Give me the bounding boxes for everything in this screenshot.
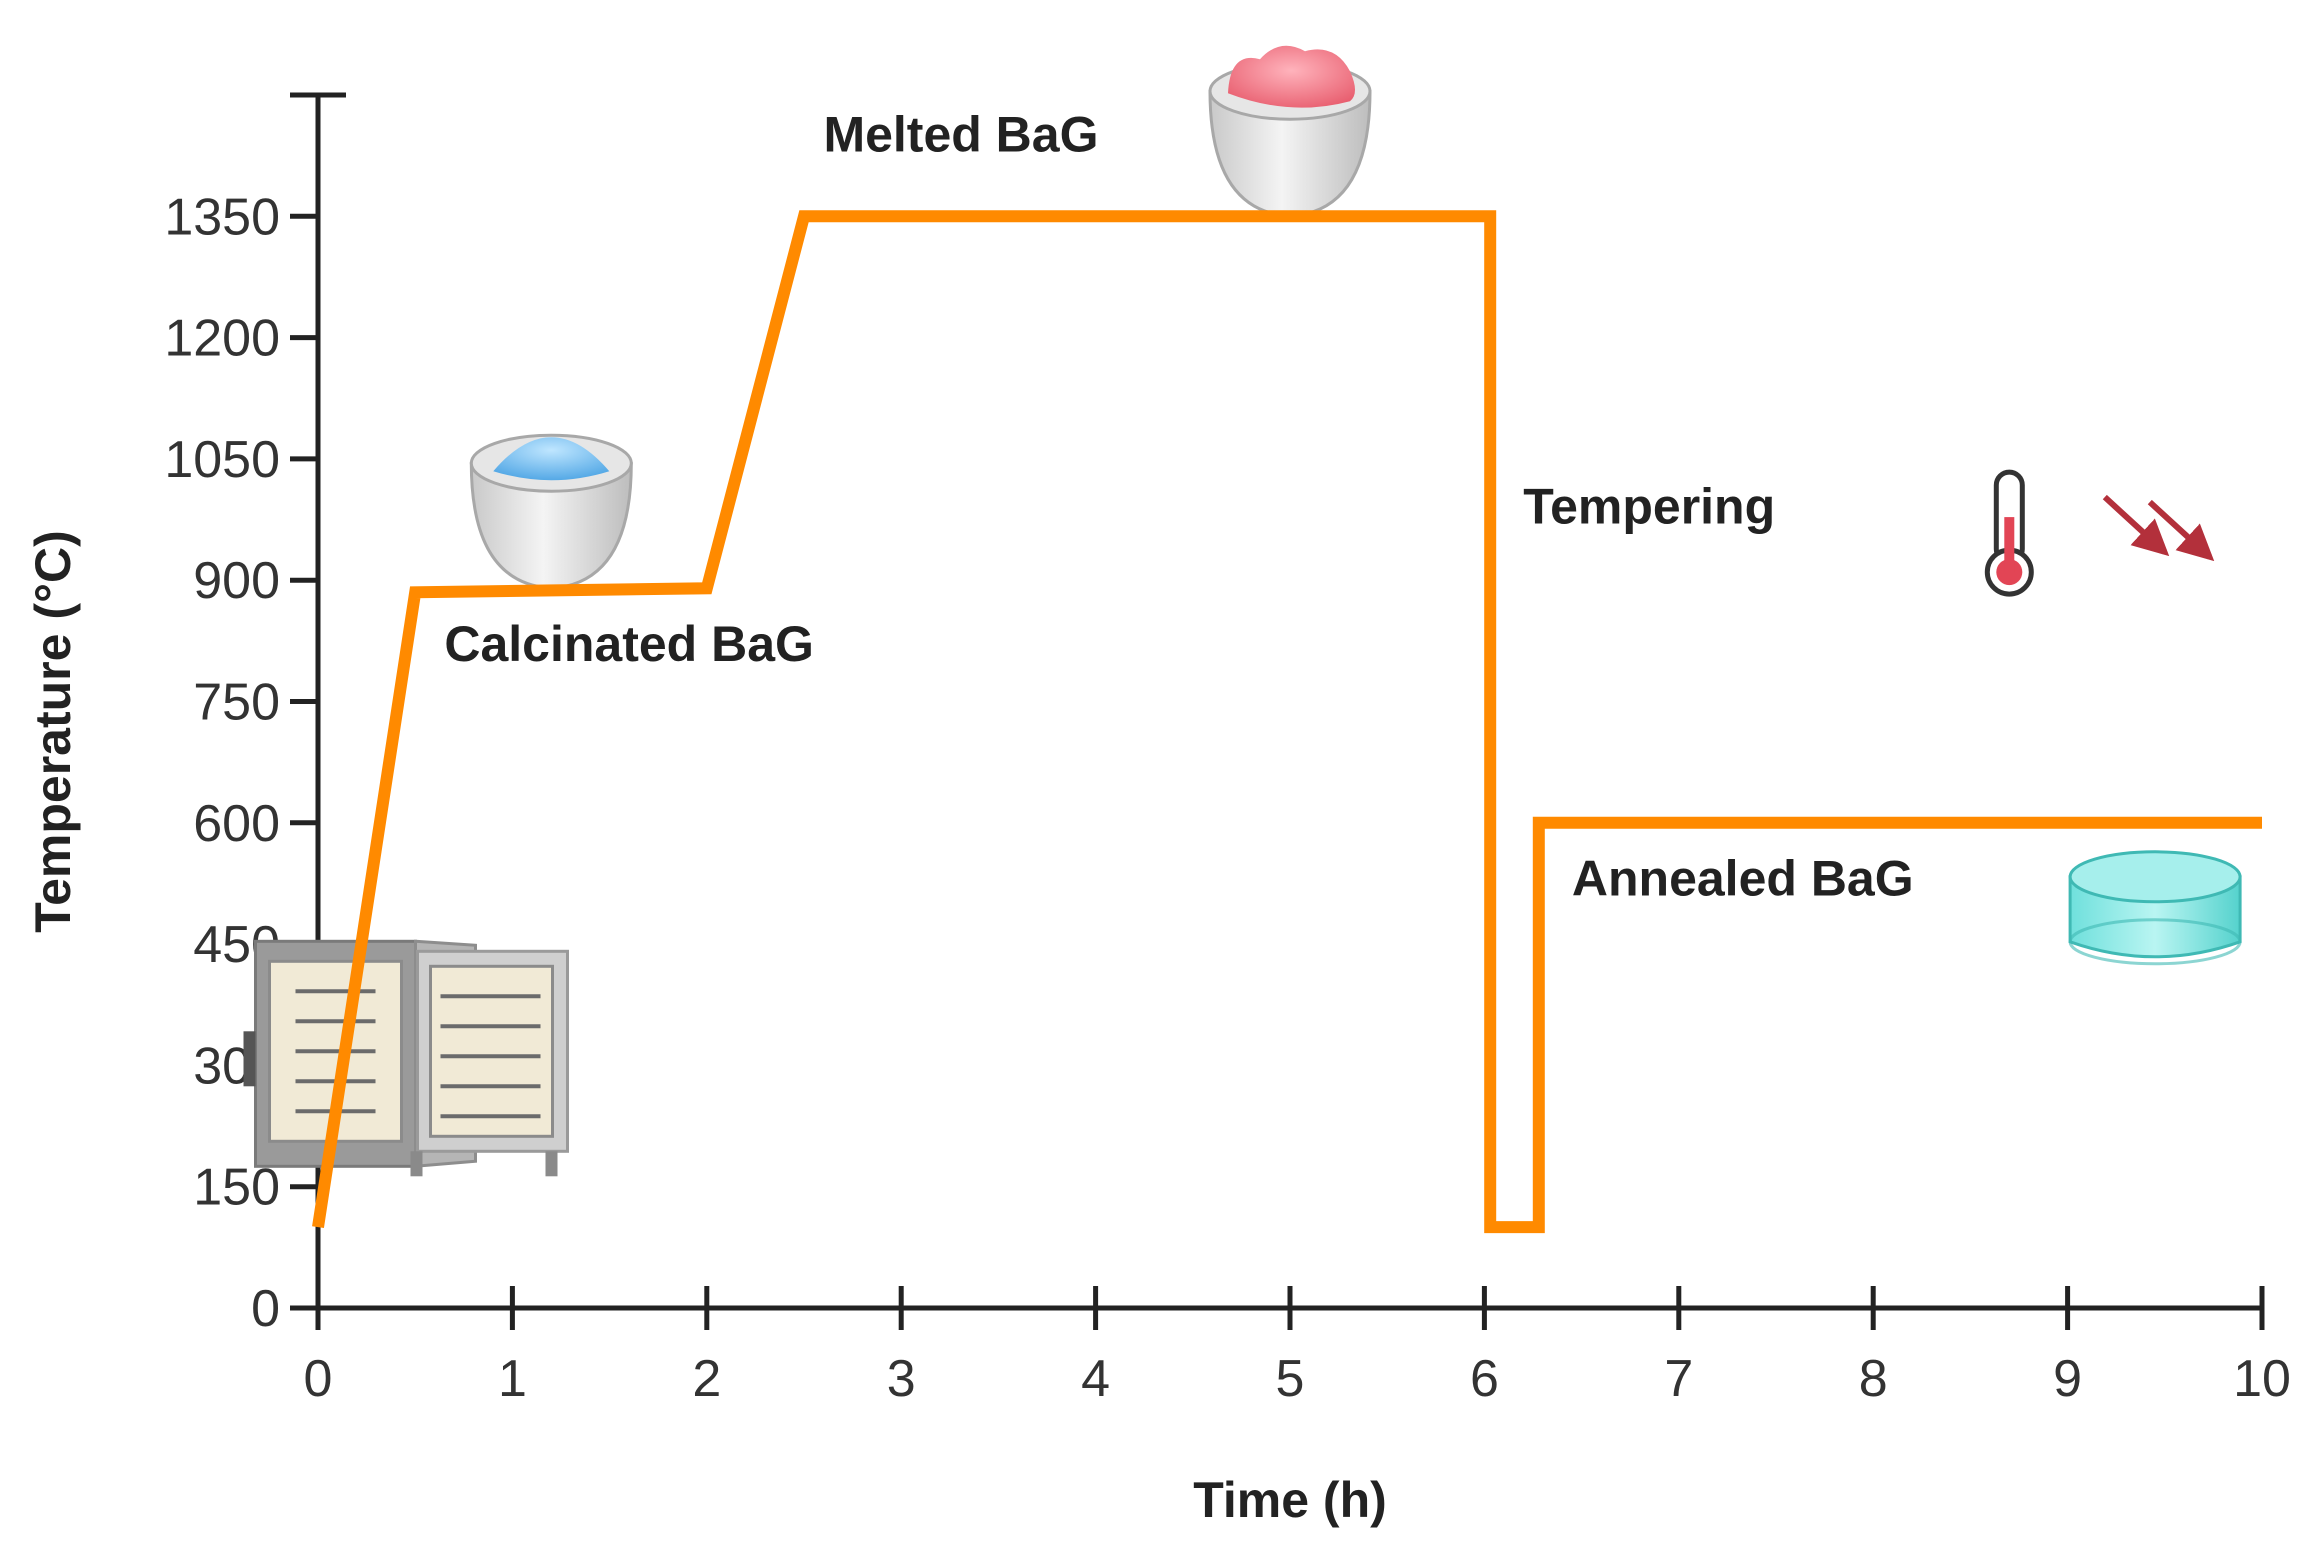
y-tick-label: 0 — [251, 1280, 280, 1338]
x-tick-label: 7 — [1664, 1350, 1693, 1408]
x-axis-title: Time (h) — [1193, 1472, 1387, 1528]
y-tick-label: 1050 — [164, 431, 280, 489]
annotation-tempering: Tempering — [1523, 479, 1775, 535]
calcinated-powder-bowl-icon — [469, 433, 633, 590]
y-tick-label: 750 — [193, 674, 280, 732]
thermometer-icon — [1984, 469, 2034, 597]
furnace-icon — [243, 939, 569, 1177]
cooling-arrows-icon — [2102, 494, 2215, 562]
annotation-annealed: Annealed BaG — [1572, 851, 1914, 907]
x-tick-label: 1 — [498, 1350, 527, 1408]
x-tick-label: 0 — [304, 1350, 333, 1408]
y-tick-label: 1200 — [164, 310, 280, 368]
annotations: Melted BaG Calcinated BaG Tempering Anne… — [444, 107, 1913, 907]
x-tick-label: 5 — [1276, 1350, 1305, 1408]
annotation-melted: Melted BaG — [823, 107, 1098, 163]
x-tick-label: 3 — [887, 1350, 916, 1408]
melted-glass-bowl-icon — [1208, 45, 1372, 218]
x-tick-label: 2 — [692, 1350, 721, 1408]
y-tick-label: 1350 — [164, 188, 280, 246]
x-tick-label: 8 — [1859, 1350, 1888, 1408]
series — [312, 210, 2262, 1234]
x-ticks: 0 1 2 3 4 5 6 7 8 9 10 — [304, 1286, 2291, 1408]
x-tick-label: 9 — [2053, 1350, 2082, 1408]
annotation-calcinated: Calcinated BaG — [444, 616, 814, 672]
y-tick-label: 150 — [193, 1159, 280, 1217]
y-tick-label: 900 — [193, 552, 280, 610]
x-tick-label: 6 — [1470, 1350, 1499, 1408]
series-line — [312, 210, 2262, 1234]
y-tick-label: 600 — [193, 795, 280, 853]
annealed-glass-disc-icon — [2068, 850, 2242, 966]
x-tick-label: 4 — [1081, 1350, 1110, 1408]
y-axis-title: Temperature (°C) — [25, 530, 81, 932]
x-tick-label: 10 — [2233, 1350, 2291, 1408]
